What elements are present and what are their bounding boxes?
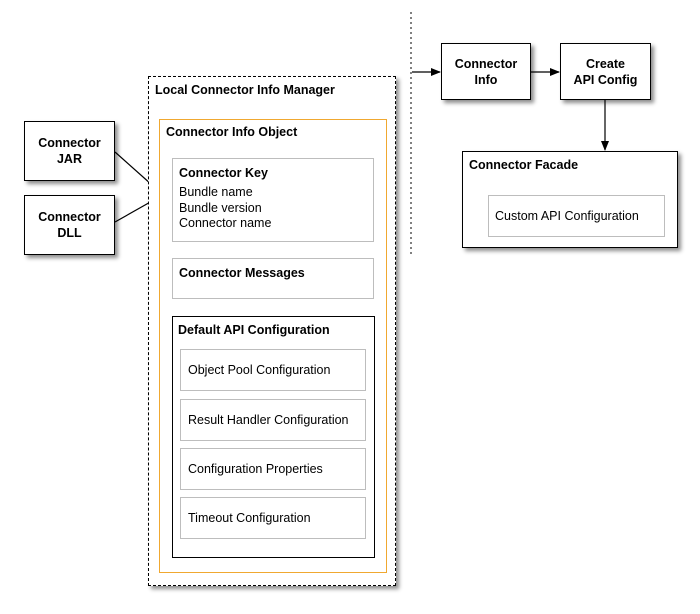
connector-key-box: Connector Key Bundle name Bundle version… [172,158,374,242]
key-item-bundle-name: Bundle name [179,185,253,199]
custom-api-config-item: Custom API Configuration [488,195,665,237]
connector-messages-title: Connector Messages [179,266,305,280]
connector-facade-title: Connector Facade [469,158,579,172]
create-api-config-line2: API Config [573,72,638,87]
key-item-bundle-version: Bundle version [179,200,262,215]
connector-jar-line1: Connector [38,136,101,150]
connector-messages-box: Connector Messages [172,258,374,299]
manager-title: Local Connector Info Manager [155,83,335,97]
connector-dll-box: Connector DLL [24,195,115,255]
connector-info-line2: Info [474,72,498,87]
result-handler-config-item: Result Handler Configuration [180,399,366,441]
connector-info-box: Connector Info [441,43,531,100]
default-api-title: Default API Configuration [178,323,330,337]
key-item-connector-name: Connector name [179,216,272,230]
create-api-config-line1: Create [586,56,625,71]
connector-jar-box: Connector JAR [24,121,115,181]
info-object-title: Connector Info Object [166,125,298,139]
object-pool-config-item: Object Pool Configuration [180,349,366,391]
connector-key-title: Connector Key [179,166,268,180]
connector-info-line1: Connector [454,56,518,71]
configuration-properties-item: Configuration Properties [180,448,366,490]
create-api-config-box: Create API Config [560,43,651,100]
connector-dll-line2: DLL [57,226,82,240]
timeout-config-item: Timeout Configuration [180,497,366,539]
connector-jar-line2: JAR [56,152,82,166]
connector-dll-line1: Connector [38,210,101,224]
